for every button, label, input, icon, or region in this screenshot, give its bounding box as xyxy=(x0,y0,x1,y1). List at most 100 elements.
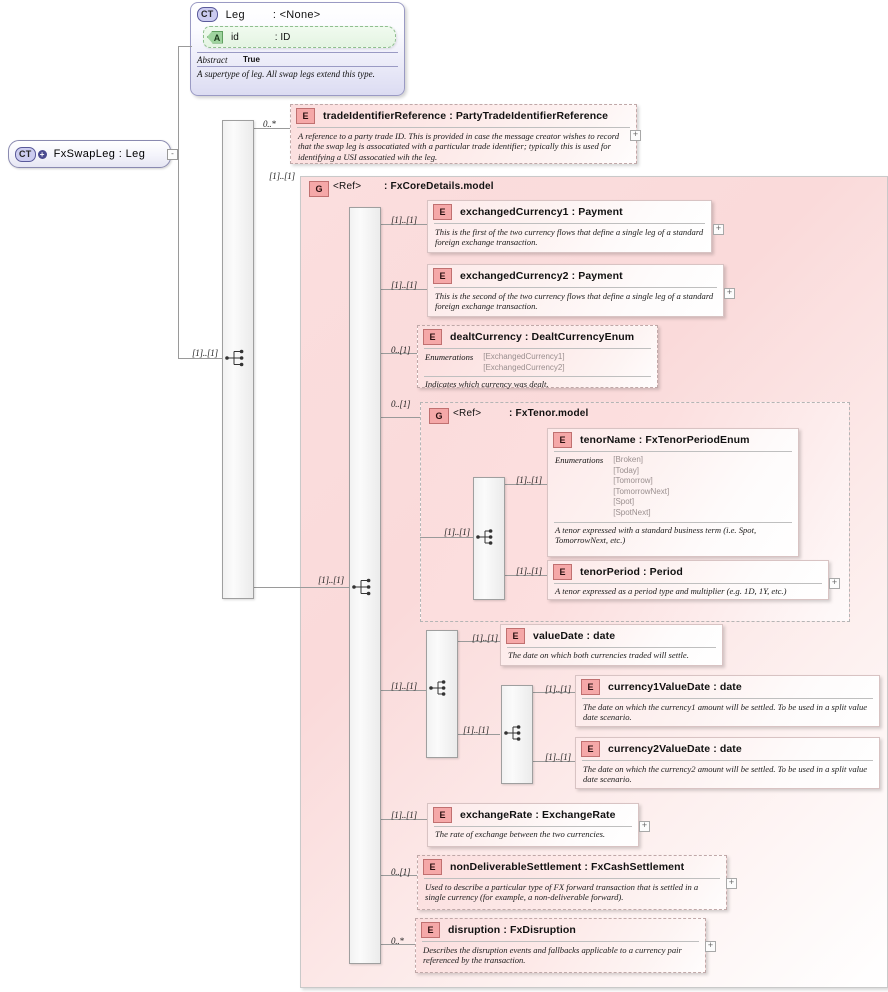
enum-value: [Broken] xyxy=(613,455,644,464)
element-title: nonDeliverableSettlement : FxCashSettlem… xyxy=(450,861,685,873)
connector-tenor-to-tenorname xyxy=(503,484,552,485)
element-title: currency2ValueDate : date xyxy=(608,743,742,755)
enum-value: [TomorrowNext] xyxy=(613,486,670,496)
ct-badge-icon-root: CT xyxy=(15,146,36,162)
element-badge-icon: E xyxy=(423,859,442,875)
plus-icon-root: + xyxy=(37,149,47,159)
element-documentation: The date on which both currencies traded… xyxy=(508,650,689,660)
sequence-compositor-tenor[interactable] xyxy=(473,477,505,600)
element-disruption[interactable]: E disruption : FxDisruption Describes th… xyxy=(415,918,706,973)
element-badge-icon: E xyxy=(433,268,452,284)
enum-value: [Spot] xyxy=(613,497,635,507)
element-header: E currency1ValueDate : date xyxy=(576,676,879,697)
enum-value: [SpotNext] xyxy=(613,507,651,517)
element-badge-icon: E xyxy=(581,679,600,695)
element-title: currency1ValueDate : date xyxy=(608,681,742,693)
element-divider xyxy=(582,698,873,699)
group-name-label-tenor: : FxTenor.model xyxy=(509,408,589,419)
element-badge-icon: E xyxy=(296,108,315,124)
element-title: dealtCurrency : DealtCurrencyEnum xyxy=(450,331,635,343)
element-documentation: A tenor expressed with a standard busine… xyxy=(555,524,757,545)
expand-button-nondeliverablesettlement[interactable]: + xyxy=(726,878,737,889)
element-valuedate[interactable]: E valueDate : date The date on which bot… xyxy=(500,624,723,666)
element-divider xyxy=(434,826,632,827)
sequence-icon-root xyxy=(225,349,244,367)
element-header: E tenorPeriod : Period xyxy=(548,561,828,582)
enum-value: [Tomorrow] xyxy=(613,476,653,486)
expand-button-disruption[interactable]: + xyxy=(705,941,716,952)
expand-button-exchangedcurrency1[interactable]: + xyxy=(713,224,724,235)
element-exchangedcurrency2[interactable]: E exchangedCurrency2 : Payment This is t… xyxy=(427,264,724,317)
cardinality-ec2: [1]..[1] xyxy=(391,280,417,290)
connector-group-entry-core xyxy=(300,587,349,588)
leg-header: CT Leg : <None> xyxy=(191,3,404,24)
element-title: tenorName : FxTenorPeriodEnum xyxy=(580,434,750,446)
cardinality-tenorgroup: 0..[1] xyxy=(391,399,411,409)
element-title: exchangedCurrency2 : Payment xyxy=(460,270,623,282)
element-title: disruption : FxDisruption xyxy=(448,924,576,936)
element-title: tradeIdentifierReference : PartyTradeIde… xyxy=(323,110,609,122)
element-exchangerate[interactable]: E exchangeRate : ExchangeRate The rate o… xyxy=(427,803,639,847)
cardinality-tenorperiod: [1]..[1] xyxy=(516,566,542,576)
group-ref-label: <Ref> xyxy=(333,181,362,192)
connector-tenorgroup-entry xyxy=(420,537,473,538)
connector-root-to-seq xyxy=(178,358,222,359)
cardinality-root-seq: [1]..[1] xyxy=(192,348,218,358)
leg-facet-abstract: Abstract True xyxy=(191,53,404,66)
connector-vd-to-valuedate xyxy=(456,641,500,642)
attribute-badge-icon: A xyxy=(207,30,223,44)
element-header: E nonDeliverableSettlement : FxCashSettl… xyxy=(418,856,726,877)
cardinality-coregroup: [1]..[1] xyxy=(269,171,295,181)
element-divider xyxy=(297,127,630,128)
connector-core-to-nds xyxy=(379,875,417,876)
element-divider xyxy=(424,348,651,349)
leg-divider-2 xyxy=(197,66,398,67)
element-header: E exchangeRate : ExchangeRate xyxy=(428,804,638,825)
cardinality-exchangerate: [1]..[1] xyxy=(391,810,417,820)
element-currency2valuedate[interactable]: E currency2ValueDate : date The date on … xyxy=(575,737,880,789)
element-divider-2 xyxy=(554,521,792,523)
connector-split-to-ccy2vd xyxy=(531,761,576,762)
attribute-id[interactable]: A id : ID xyxy=(203,26,396,48)
expand-button-exchangerate[interactable]: + xyxy=(639,821,650,832)
element-tradeidentifierreference[interactable]: E tradeIdentifierReference : PartyTradeI… xyxy=(290,104,637,164)
element-divider-2 xyxy=(424,376,651,378)
element-header: E exchangedCurrency1 : Payment xyxy=(428,201,711,222)
expand-button-exchangedcurrency2[interactable]: + xyxy=(724,288,735,299)
expand-button-tradeidentifierreference[interactable]: + xyxy=(630,130,641,141)
element-tenorname[interactable]: E tenorName : FxTenorPeriodEnum Enumerat… xyxy=(547,428,799,557)
element-currency1valuedate[interactable]: E currency1ValueDate : date The date on … xyxy=(575,675,880,727)
enumerations-values: [ExchangedCurrency1] [ExchangedCurrency2… xyxy=(483,352,564,373)
collapse-toggle-root[interactable]: - xyxy=(167,149,178,160)
element-title: exchangeRate : ExchangeRate xyxy=(460,809,616,821)
element-documentation: The date on which the currency1 amount w… xyxy=(583,702,868,723)
connector-core-to-exchangerate xyxy=(379,819,429,820)
leg-facet-key: Abstract xyxy=(197,55,228,65)
cardinality-tradeid: 0..* xyxy=(263,119,276,129)
connector-core-to-ec2 xyxy=(379,289,427,290)
sequence-icon-splitvaluedate xyxy=(504,725,521,741)
element-title: valueDate : date xyxy=(533,630,616,642)
cardinality-dealtcurrency: 0..[1] xyxy=(391,345,411,355)
element-divider xyxy=(554,451,792,452)
element-documentation: Describes the disruption events and fall… xyxy=(423,945,682,966)
enumerations-label: Enumerations xyxy=(425,352,474,362)
attribute-name: id xyxy=(231,31,239,43)
enum-value: [ExchangedCurrency1] xyxy=(483,352,565,361)
group-ref-label-tenor: <Ref> xyxy=(453,408,482,419)
connector-seq-to-tradeid xyxy=(252,128,290,129)
group-name-label: : FxCoreDetails.model xyxy=(384,181,494,192)
element-documentation: This is the first of the two currency fl… xyxy=(435,227,704,248)
element-dealtcurrency[interactable]: E dealtCurrency : DealtCurrencyEnum Enum… xyxy=(417,325,658,389)
element-nondeliverablesettlement[interactable]: E nonDeliverableSettlement : FxCashSettl… xyxy=(417,855,727,910)
expand-button-tenorperiod[interactable]: + xyxy=(829,578,840,589)
element-divider xyxy=(422,941,699,942)
cardinality-ec1: [1]..[1] xyxy=(391,215,417,225)
root-node-fxswapleg[interactable]: CT+ FxSwapLeg : Leg xyxy=(8,140,171,168)
connector-core-to-ec1 xyxy=(379,224,427,225)
element-tenorperiod[interactable]: E tenorPeriod : Period A tenor expressed… xyxy=(547,560,829,600)
ct-badge-icon: CT xyxy=(197,7,218,22)
element-exchangedcurrency1[interactable]: E exchangedCurrency1 : Payment This is t… xyxy=(427,200,712,253)
element-badge-icon: E xyxy=(553,564,572,580)
enumerations-label: Enumerations xyxy=(555,455,604,465)
